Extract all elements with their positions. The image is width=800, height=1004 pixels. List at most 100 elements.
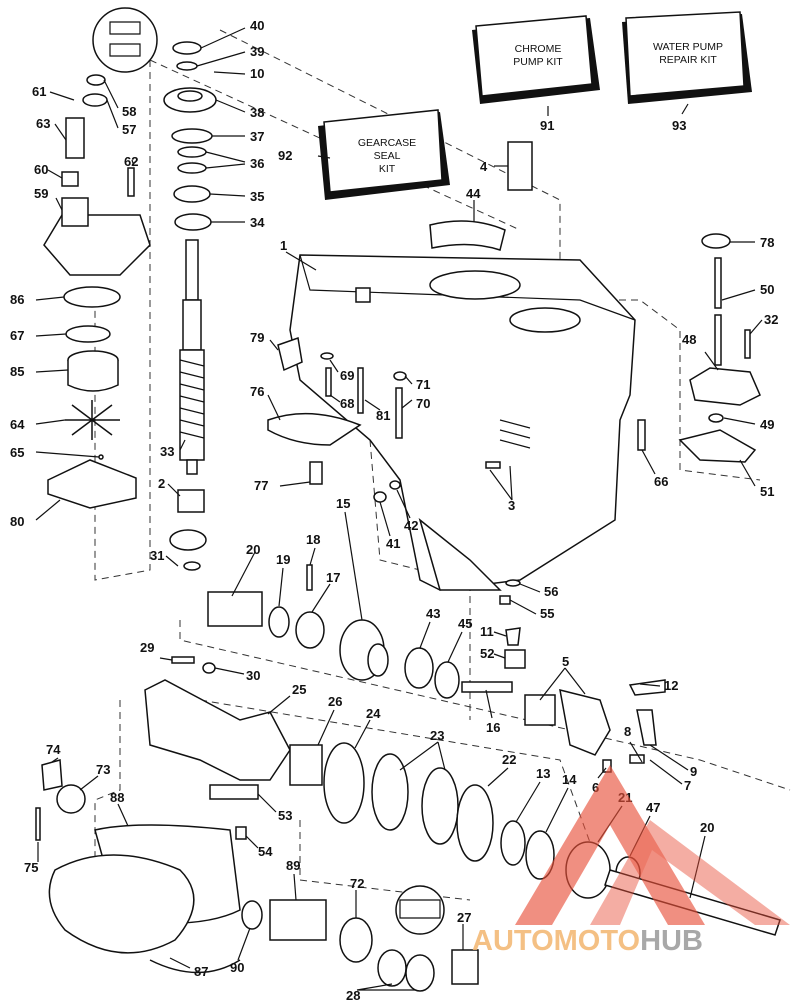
label-64: 64	[10, 417, 25, 432]
water-pump-assembly	[43, 74, 151, 509]
label-2: 2	[158, 476, 165, 491]
label-42: 42	[404, 518, 418, 533]
label-89: 89	[286, 858, 300, 873]
label-52: 52	[480, 646, 494, 661]
label-25: 25	[292, 682, 306, 697]
water-kit-line2: REPAIR KIT	[659, 54, 717, 66]
label-88: 88	[110, 790, 124, 805]
label-22: 22	[502, 752, 516, 767]
label-65: 65	[10, 445, 24, 460]
label-10: 10	[250, 66, 264, 81]
label-77: 77	[254, 478, 268, 493]
label-48: 48	[682, 332, 696, 347]
label-38: 38	[250, 105, 264, 120]
label-70: 70	[416, 396, 430, 411]
label-15: 15	[336, 496, 350, 511]
propeller-assembly	[35, 759, 479, 992]
label-24: 24	[366, 706, 381, 721]
label-1: 1	[280, 238, 287, 253]
label-34: 34	[250, 215, 265, 230]
label-47: 47	[646, 800, 660, 815]
chrome-kit-line2: PUMP KIT	[513, 56, 563, 68]
label-43: 43	[426, 606, 440, 621]
label-54: 54	[258, 844, 273, 859]
detail-inset-circles	[92, 7, 441, 919]
label-93: 93	[672, 118, 686, 133]
label-49: 49	[760, 417, 774, 432]
label-33: 33	[160, 444, 174, 459]
label-16: 16	[486, 720, 500, 735]
label-28: 28	[346, 988, 360, 1003]
label-72: 72	[350, 876, 364, 891]
label-90: 90	[230, 960, 244, 975]
label-75: 75	[24, 860, 38, 875]
label-50: 50	[760, 282, 774, 297]
label-92: 92	[278, 148, 292, 163]
gearcase-kit-line1: GEARCASE	[358, 137, 416, 149]
label-86: 86	[10, 292, 24, 307]
gearcase-kit-line2: SEAL	[374, 150, 401, 162]
label-6: 6	[592, 780, 599, 795]
label-67: 67	[10, 328, 24, 343]
label-41: 41	[386, 536, 400, 551]
label-76: 76	[250, 384, 264, 399]
drive-shaft-assembly	[163, 41, 217, 571]
label-85: 85	[10, 364, 24, 379]
label-23: 23	[430, 728, 444, 743]
label-3: 3	[508, 498, 515, 513]
label-39: 39	[250, 44, 264, 59]
label-59: 59	[34, 186, 48, 201]
label-51: 51	[760, 484, 774, 499]
label-35: 35	[250, 189, 264, 204]
label-87: 87	[194, 964, 208, 979]
label-78: 78	[760, 235, 774, 250]
label-19: 19	[276, 552, 290, 567]
label-73: 73	[96, 762, 110, 777]
label-57: 57	[122, 122, 136, 137]
label-68: 68	[340, 396, 354, 411]
label-18: 18	[306, 532, 320, 547]
gearcase-seal-kit-box: GEARCASE SEAL KIT	[318, 109, 450, 200]
watermark-auto: AUTOMOTOHUB	[472, 925, 703, 957]
label-91: 91	[540, 118, 554, 133]
label-9: 9	[690, 764, 697, 779]
label-62: 62	[124, 154, 138, 169]
gearcase-kit-line3: KIT	[379, 163, 396, 175]
label-61: 61	[32, 84, 46, 99]
shift-rod-assembly	[637, 233, 761, 463]
label-79: 79	[250, 330, 264, 345]
label-12: 12	[664, 678, 678, 693]
label-55: 55	[540, 606, 554, 621]
label-32: 32	[764, 312, 778, 327]
label-20-lower: 20	[700, 820, 714, 835]
label-13: 13	[536, 766, 550, 781]
chrome-pump-kit-box: CHROME PUMP KIT	[472, 15, 600, 104]
water-kit-line1: WATER PUMP	[653, 41, 723, 53]
propshaft-gear-train	[171, 564, 666, 773]
label-8: 8	[624, 724, 631, 739]
label-81: 81	[376, 408, 390, 423]
chrome-kit-line1: CHROME	[515, 43, 562, 55]
label-53: 53	[278, 808, 292, 823]
label-4: 4	[480, 159, 488, 174]
gearcase-small-parts	[267, 141, 533, 605]
label-80: 80	[10, 514, 24, 529]
label-5: 5	[562, 654, 569, 669]
label-45: 45	[458, 616, 472, 631]
label-58: 58	[122, 104, 136, 119]
label-60: 60	[34, 162, 48, 177]
label-7: 7	[684, 778, 691, 793]
label-11: 11	[480, 624, 494, 639]
label-37: 37	[250, 129, 264, 144]
water-pump-kit-box: WATER PUMP REPAIR KIT	[622, 11, 752, 104]
gearcase-housing	[289, 254, 636, 591]
label-40: 40	[250, 18, 264, 33]
label-26: 26	[328, 694, 342, 709]
label-27: 27	[457, 910, 471, 925]
label-69: 69	[340, 368, 354, 383]
label-17: 17	[326, 570, 340, 585]
label-63: 63	[36, 116, 50, 131]
label-29: 29	[140, 640, 154, 655]
